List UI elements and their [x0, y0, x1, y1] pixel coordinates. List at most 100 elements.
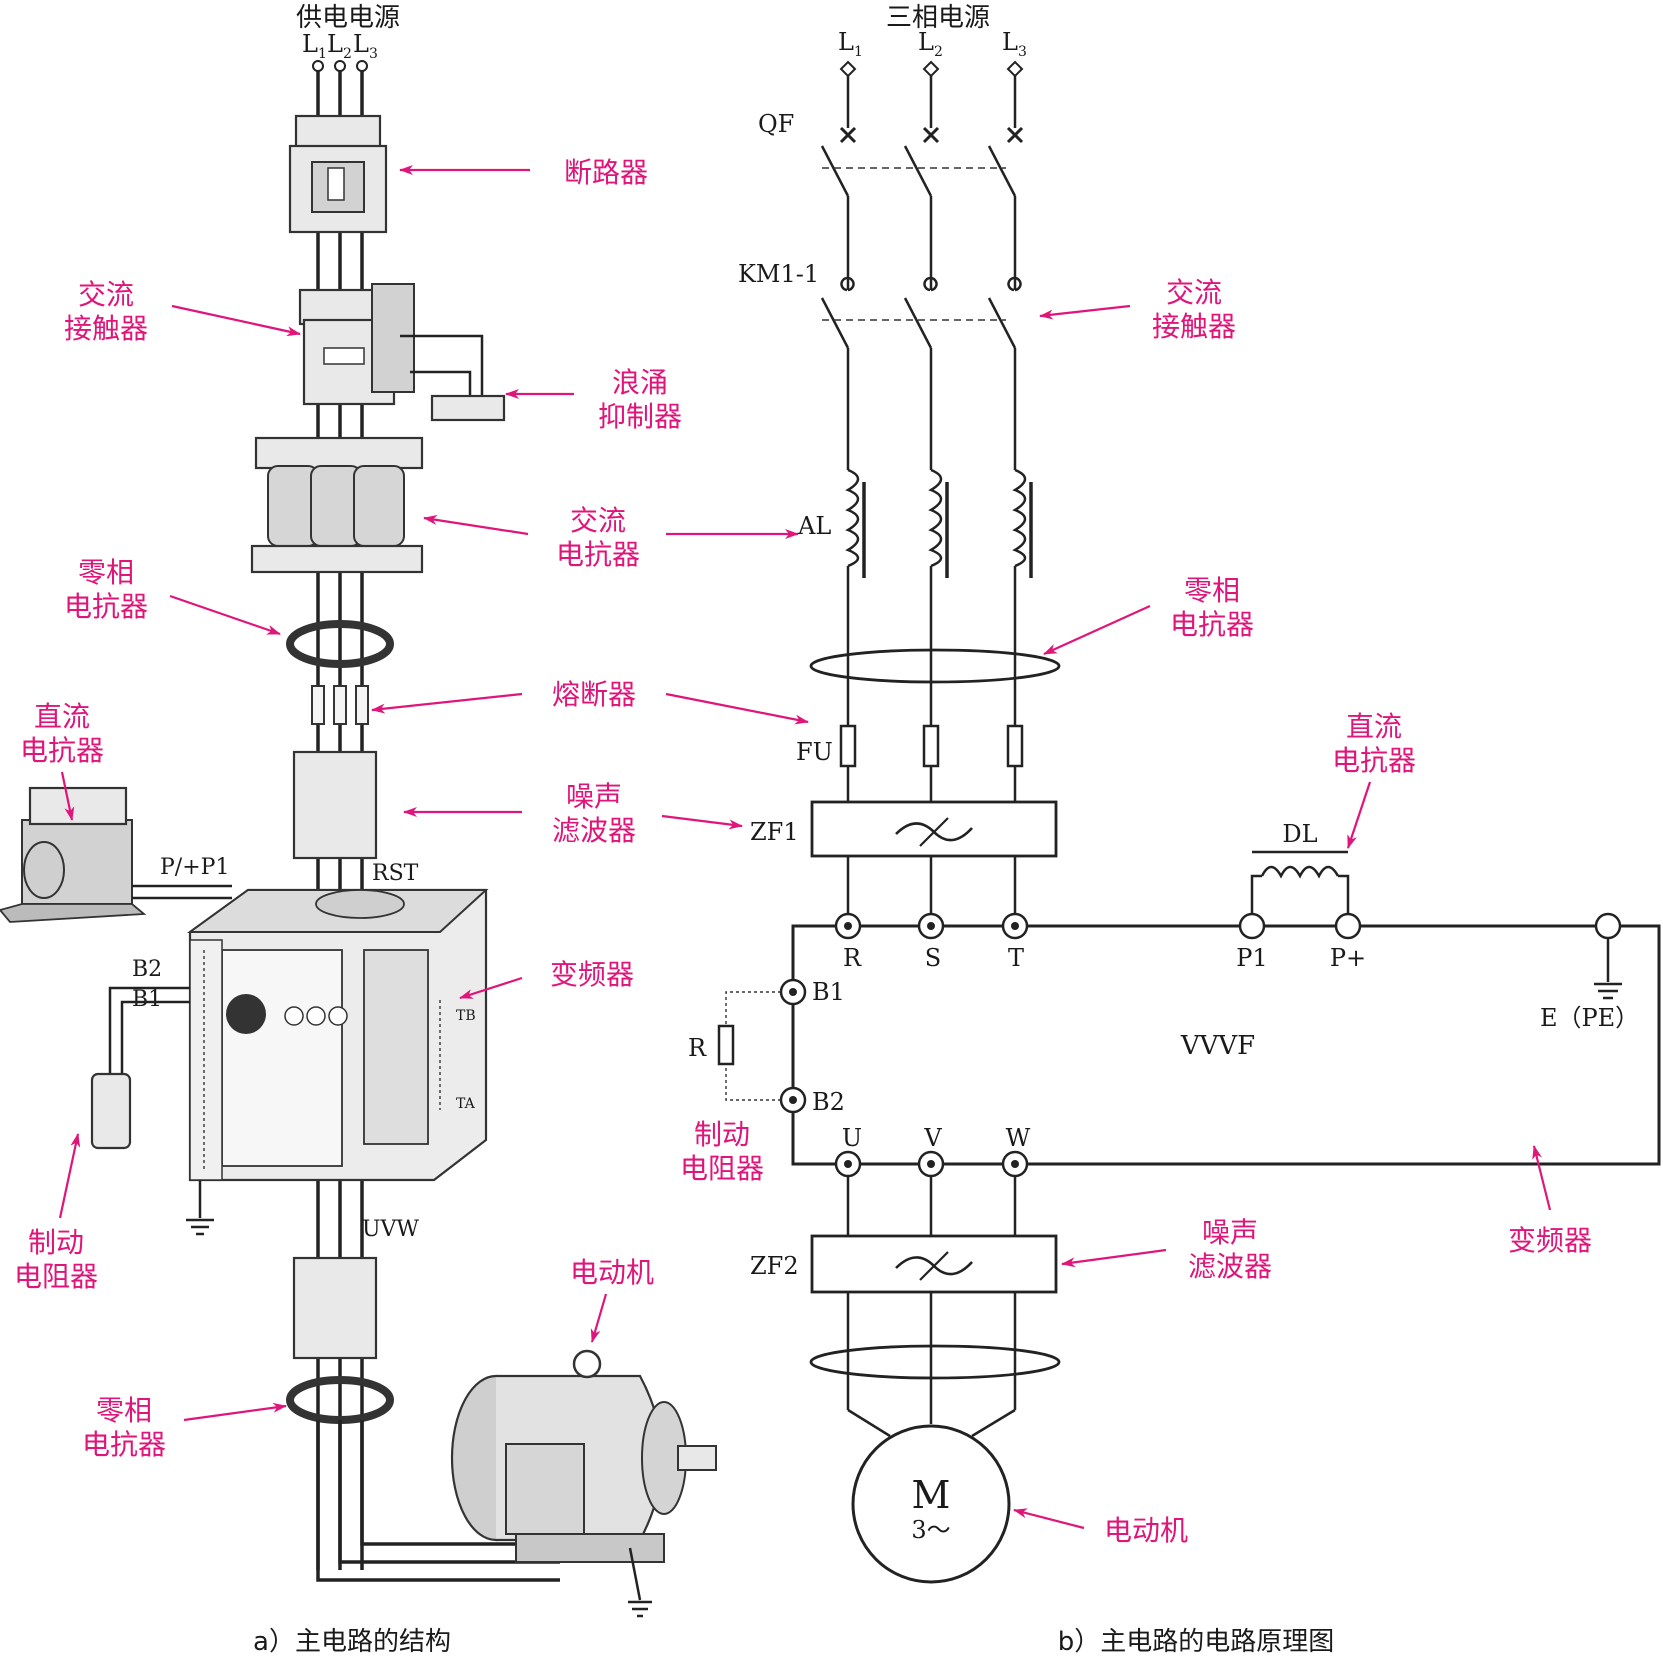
label-r: R: [843, 944, 862, 972]
phase-1-qf-cross: [839, 126, 857, 144]
left-breaker: [288, 114, 388, 234]
callout-left-zero-phase-bottom-1: 零相: [96, 1394, 152, 1427]
label-motor-3: 3～: [911, 1516, 950, 1544]
left-inverter: [186, 888, 489, 1182]
left-contactor: [298, 283, 484, 406]
left-fuses: [311, 685, 369, 725]
callout-left-motor: 电动机: [570, 1256, 654, 1289]
phase-3-qf-cross: [1006, 126, 1024, 144]
callout-left-brake-resistor-1: 制动: [28, 1226, 84, 1259]
right-schematic: 三相电源 L1 L2 L3 QF KM1-1 AL FU ZF1 VVVF: [680, 3, 1661, 1657]
callout-ac-reactor-2: 电抗器: [556, 538, 640, 571]
callout-breaker: 断路器: [564, 156, 648, 189]
phase-2-km-hook: [923, 276, 938, 292]
callout-surge-2: 抑制器: [598, 400, 682, 433]
left-dc-reactor: [0, 786, 232, 923]
callout-right-zero-phase-2: 电抗器: [1170, 608, 1254, 641]
phase-1-km-blade: [820, 297, 850, 349]
label-km: KM1-1: [738, 260, 819, 288]
right-pe-ground: [1594, 912, 1622, 1000]
left-terminal-rst: RST: [372, 861, 419, 886]
left-terminal-uvw: UVW: [362, 1217, 419, 1242]
left-terminal-b2: B2: [132, 957, 162, 982]
label-b1: B1: [812, 978, 845, 1006]
left-supply-title: 供电电源: [296, 3, 400, 33]
phase-3-qf-blade: [987, 145, 1017, 197]
right-noise-filter-zf2: [810, 1234, 1058, 1294]
left-noise-filter-bottom: [292, 1256, 378, 1360]
left-inverter-ground: [186, 1180, 214, 1236]
right-phase-wires: [820, 60, 1033, 914]
right-output-terminals: [834, 1150, 1029, 1178]
left-phase-l3: L3: [353, 30, 378, 62]
left-noise-filter-top: [292, 750, 378, 860]
phase-1-qf-blade: [820, 145, 850, 197]
left-motor-wires: [316, 1420, 560, 1582]
label-pe: E（PE）: [1540, 1004, 1639, 1032]
callout-right-dc-reactor-2: 电抗器: [1332, 744, 1416, 777]
phase-2-al-coil: [928, 468, 943, 568]
phase-2-qf-cross: [922, 126, 940, 144]
label-fu: FU: [796, 738, 833, 766]
label-al: AL: [797, 512, 831, 540]
callout-left-inverter: 变频器: [550, 958, 634, 991]
right-callouts: 交流 接触器 零相 电抗器 直流 电抗器 制动 电阻器 变频器 噪声 滤波器 电…: [680, 276, 1592, 1547]
right-supply-title: 三相电源: [886, 3, 990, 33]
phase-2-terminal: [922, 60, 940, 78]
label-b2: B2: [812, 1088, 845, 1116]
right-motor: [851, 1424, 1011, 1584]
label-u: U: [842, 1124, 862, 1152]
right-caption: b）主电路的电路原理图: [1058, 1627, 1335, 1657]
callout-right-dc-reactor-1: 直流: [1346, 710, 1402, 743]
callout-right-inverter: 变频器: [1508, 1224, 1592, 1257]
callout-right-brake-resistor-1: 制动: [694, 1118, 750, 1151]
right-output-wires: [846, 1176, 1017, 1438]
callout-left-contactor-2: 接触器: [64, 312, 148, 345]
callout-left-noise-filter-2: 滤波器: [552, 814, 636, 847]
right-inverter-box: [791, 924, 1661, 1166]
phase-2-qf-blade: [903, 145, 933, 197]
callout-surge-1: 浪涌: [612, 366, 668, 399]
right-zero-phase-reactor-top: [809, 648, 1061, 684]
left-terminal-tb: TB: [456, 1008, 476, 1024]
phase-1-al-coil: [845, 468, 860, 568]
left-terminal-pp1: P/+P1: [160, 855, 229, 880]
callout-right-contactor-1: 交流: [1166, 276, 1222, 309]
right-input-terminals: [834, 912, 1029, 940]
label-pplus: P+: [1330, 944, 1366, 972]
right-phase-l2: L2: [918, 28, 943, 60]
callout-fuse: 熔断器: [552, 678, 636, 711]
phase-1-km-hook: [840, 276, 855, 292]
right-phase-labels: L1 L2 L3: [838, 28, 1027, 60]
callout-right-noise-filter-1: 噪声: [1202, 1216, 1258, 1249]
right-noise-filter-zf1: [810, 800, 1058, 858]
label-s: S: [925, 944, 941, 972]
right-fuses: [839, 724, 1024, 768]
callout-left-brake-resistor-2: 电阻器: [14, 1260, 98, 1293]
phase-3-km-hook: [1007, 276, 1022, 292]
callout-right-brake-resistor-2: 电阻器: [680, 1152, 764, 1185]
label-res-r: R: [688, 1034, 707, 1062]
phase-3-km-blade: [987, 297, 1017, 349]
right-zero-phase-reactor-bottom: [809, 1344, 1061, 1380]
left-caption: a）主电路的结构: [253, 1627, 451, 1657]
callout-right-motor: 电动机: [1104, 1514, 1188, 1547]
callout-right-zero-phase-1: 零相: [1184, 574, 1240, 607]
callout-left-dc-reactor-2: 电抗器: [20, 734, 104, 767]
label-zf2: ZF2: [750, 1252, 799, 1280]
right-dc-reactor: [1238, 850, 1362, 940]
right-brake-terminals: [717, 978, 807, 1114]
label-vvvf: VVVF: [1180, 1031, 1255, 1061]
left-brake-resistor: [90, 1072, 132, 1150]
left-phase-l1: L1: [302, 30, 327, 62]
callout-left-zero-phase-1: 零相: [78, 556, 134, 589]
label-t: T: [1008, 944, 1024, 972]
callout-left-dc-reactor-1: 直流: [34, 700, 90, 733]
label-p1: P1: [1236, 944, 1267, 972]
left-phase-l2: L2: [327, 30, 352, 62]
left-structure: 供电电源 L1 L2 L3: [0, 3, 809, 1657]
callout-left-zero-phase-bottom-2: 电抗器: [82, 1428, 166, 1461]
right-phase-l1: L1: [838, 28, 863, 60]
